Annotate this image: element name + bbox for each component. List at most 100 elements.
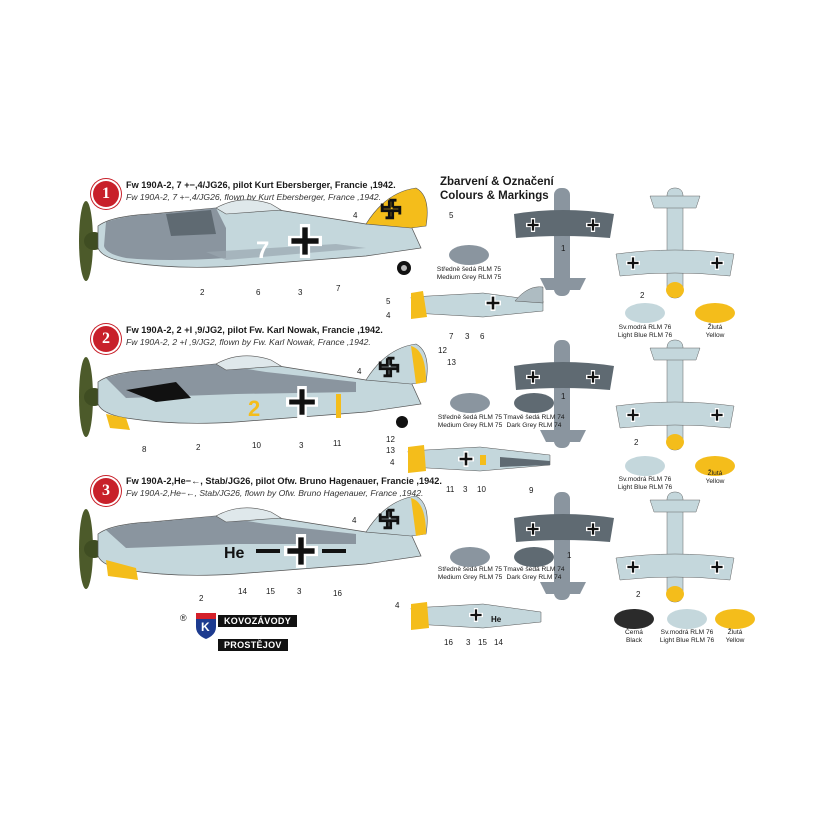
p3-callout: 15	[266, 587, 275, 596]
scheme-1-code: 7	[256, 237, 269, 264]
p1-small-callout: 7	[449, 332, 454, 341]
p1-small-callout: 6	[480, 332, 485, 341]
scheme-1-badge: 1	[93, 181, 119, 207]
swatch-name-cz: Žlutá	[707, 470, 723, 477]
p2-small-callout: 10	[477, 485, 486, 494]
p2-small-callout: 12	[386, 435, 395, 444]
swatch-name-cz: Tmavě šedá RLM 74	[503, 414, 565, 421]
p2-callout: 4	[357, 367, 362, 376]
scheme-3-swatch-rlm76	[667, 609, 707, 629]
p1-callout: 6	[256, 288, 261, 297]
scheme-3-swatch-label: Sv.modrá RLM 76 Light Blue RLM 76	[649, 629, 725, 645]
p3-callout: 4	[352, 516, 357, 525]
scheme-3-small-code: He	[491, 615, 502, 624]
scheme-2-swatch-rlm74	[514, 393, 554, 413]
p2-callout: 12	[438, 346, 447, 355]
p3-top-callout: 1	[567, 551, 572, 560]
scheme-3-code: He	[224, 545, 245, 562]
scheme-1-swatch-yellow	[695, 303, 735, 323]
scheme-1-swatch-rlm76	[625, 303, 665, 323]
scheme-3-badge: 3	[93, 478, 119, 504]
heading-en: Colours & Markings	[440, 190, 549, 202]
scheme-3-title-cz: Fw 190A-2,He−←, Stab/JG26, pilot Ofw. Br…	[126, 476, 442, 486]
logo-bottom-text: PROSTĚJOV	[218, 639, 288, 651]
scheme-1-small-side-view	[410, 286, 544, 319]
scheme-2-title-en: Fw 190A-2, 2 +I ,9/JG2, flown by Fw. Kar…	[126, 337, 371, 347]
p2-small-callout: 11	[446, 485, 455, 494]
swatch-name-en: Black	[625, 637, 643, 644]
scheme-2-swatch-rlm75	[450, 393, 490, 413]
swatch-name-en: Dark Grey RLM 74	[506, 574, 562, 581]
scheme-2-swatch-yellow	[695, 456, 735, 476]
scheme-2-swatch-label: Středně šedá RLM 75 Medium Grey RLM 75	[432, 414, 508, 430]
scheme-3-top-view	[514, 492, 614, 600]
swatch-name-en: Dark Grey RLM 74	[506, 422, 562, 429]
heading-cz: Zbarvení & Označení	[440, 176, 554, 188]
p3-callout: 2	[199, 594, 204, 603]
p3-callout: 16	[333, 589, 342, 598]
swatch-name-cz: Sv.modrá RLM 76	[660, 629, 714, 636]
p1-top-callout: 1	[561, 244, 566, 253]
scheme-3-swatch-rlm75	[450, 547, 490, 567]
p1-callout: 7	[336, 284, 341, 293]
logo-top-text: KOVOZÁVODY	[218, 615, 298, 627]
scheme-1-title-cz: Fw 190A-2, 7 +−,4/JG26, pilot Kurt Ebers…	[126, 180, 396, 190]
p2-callout: 10	[252, 441, 261, 450]
p2-small-callout: 13	[386, 446, 395, 455]
scheme-3-bottom-view	[615, 491, 735, 603]
p2-callout: 2	[196, 443, 201, 452]
swatch-name-en: Yellow	[705, 478, 725, 485]
swatch-name-en: Yellow	[725, 637, 745, 644]
swatch-name-cz: Sv.modrá RLM 76	[618, 324, 672, 331]
scheme-2-badge: 2	[93, 326, 119, 352]
kovozavody-logo: ® K KOVOZÁVODY PROSTĚJOV	[180, 613, 298, 655]
p2-small-callout: 9	[529, 486, 534, 495]
scheme-3-swatch-rlm74	[514, 547, 554, 567]
scheme-2-title-cz: Fw 190A-2, 2 +I ,9/JG2, pilot Fw. Karl N…	[126, 325, 383, 335]
swatch-name-en: Yellow	[705, 332, 725, 339]
swatch-name-cz: Žlutá	[707, 324, 723, 331]
scheme-1-bottom-view	[615, 187, 735, 299]
swatch-name-cz: Žlutá	[727, 629, 743, 636]
scheme-3-swatch-yellow	[715, 609, 755, 629]
scheme-1-swatch-label: Žlutá Yellow	[695, 324, 735, 340]
colours-heading: Zbarvení & Označení Colours & Markings	[440, 175, 554, 203]
p1-callout: 2	[200, 288, 205, 297]
swatch-name-en: Light Blue RLM 76	[617, 332, 673, 339]
swatch-name-en: Light Blue RLM 76	[659, 637, 715, 644]
swatch-name-en: Medium Grey RLM 75	[437, 422, 503, 429]
scheme-3-swatch-label: Žlutá Yellow	[715, 629, 755, 645]
swatch-name-en: Medium Grey RLM 75	[436, 274, 502, 281]
p3-small-callout: 16	[444, 638, 453, 647]
scheme-2-swatch-label: Tmavě šedá RLM 74 Dark Grey RLM 74	[496, 414, 572, 430]
p3-callout: 14	[238, 587, 247, 596]
swatch-name-cz: Středně šedá RLM 75	[436, 266, 502, 273]
swatch-name-en: Medium Grey RLM 75	[437, 574, 503, 581]
p3-small-callout: 3	[466, 638, 471, 647]
p3-small-callout: 15	[478, 638, 487, 647]
scheme-1-side-view: 7	[79, 187, 428, 281]
p2-callout: 3	[299, 441, 304, 450]
p3-small-callout: 4	[395, 601, 400, 610]
p3-small-callout: 14	[494, 638, 503, 647]
logo-shield-icon: K	[196, 613, 216, 639]
scheme-1-swatch-label: Sv.modrá RLM 76 Light Blue RLM 76	[607, 324, 683, 340]
scheme-2-small-side-view	[407, 445, 551, 473]
scheme-2-side-view: 2	[79, 343, 428, 437]
scheme-3-swatch-black	[614, 609, 654, 629]
swatch-name-en: Light Blue RLM 76	[617, 484, 673, 491]
scheme-2-swatch-label: Sv.modrá RLM 76 Light Blue RLM 76	[607, 476, 683, 492]
scheme-3-swatch-label: Černá Black	[614, 629, 654, 645]
scheme-3-swatch-label: Středně šedá RLM 75 Medium Grey RLM 75	[432, 566, 508, 582]
swatch-name-cz: Tmavě šedá RLM 74	[503, 566, 565, 573]
scheme-1-title-en: Fw 190A-2, 7 +−,4/JG26, flown by Kurt Eb…	[126, 192, 382, 202]
p3-callout: 3	[297, 587, 302, 596]
p1-callout: 3	[298, 288, 303, 297]
scheme-3-title-en: Fw 190A-2,He−←, Stab/JG26, flown by Ofw.…	[126, 488, 424, 498]
scheme-3-swatch-label: Tmavě šedá RLM 74 Dark Grey RLM 74	[496, 566, 572, 582]
scheme-2-top-view	[514, 340, 614, 448]
scheme-2-swatch-rlm76	[625, 456, 665, 476]
p1-small-callout: 4	[386, 311, 391, 320]
registered-mark: ®	[180, 613, 187, 623]
p1-callout: 4	[353, 211, 358, 220]
